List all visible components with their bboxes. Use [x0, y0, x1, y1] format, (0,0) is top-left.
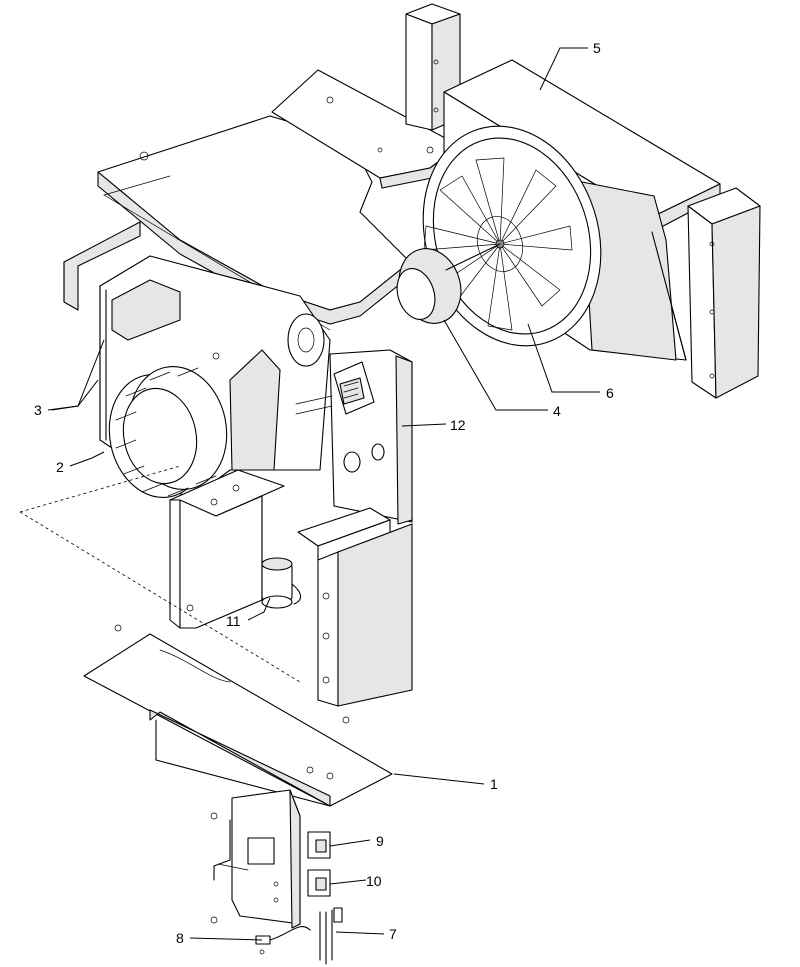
base-pan [83, 624, 393, 807]
blower-wheel [108, 365, 228, 499]
callout-5: 5 [593, 40, 601, 56]
blower-motor-bracket [169, 469, 285, 629]
callout-3: 3 [34, 402, 42, 418]
alignment-lines [19, 465, 301, 683]
front-right-panel [297, 507, 413, 707]
callout-labels: 1 2 3 4 5 6 7 8 9 10 11 12 [34, 40, 614, 946]
capacitor [261, 557, 302, 609]
right-post [687, 187, 761, 399]
lower-control-chassis [210, 789, 301, 929]
left-side-panel [63, 221, 141, 311]
callout-6: 6 [606, 385, 614, 401]
relay-10 [307, 869, 331, 897]
callout-2: 2 [56, 459, 64, 475]
wire-connector [255, 925, 311, 955]
callout-10: 10 [366, 873, 382, 889]
callout-8: 8 [176, 930, 184, 946]
callout-11: 11 [226, 613, 241, 629]
callout-4: 4 [553, 403, 561, 419]
callout-1: 1 [490, 776, 498, 792]
callout-9: 9 [376, 833, 384, 849]
callout-7: 7 [389, 926, 397, 942]
condenser-fan [422, 125, 602, 347]
sensor-probe [319, 907, 343, 965]
callout-12: 12 [450, 417, 466, 433]
callout-leaders [47, 47, 600, 941]
control-module [333, 361, 375, 415]
relay-9 [307, 831, 331, 859]
fan-motor [396, 243, 501, 324]
